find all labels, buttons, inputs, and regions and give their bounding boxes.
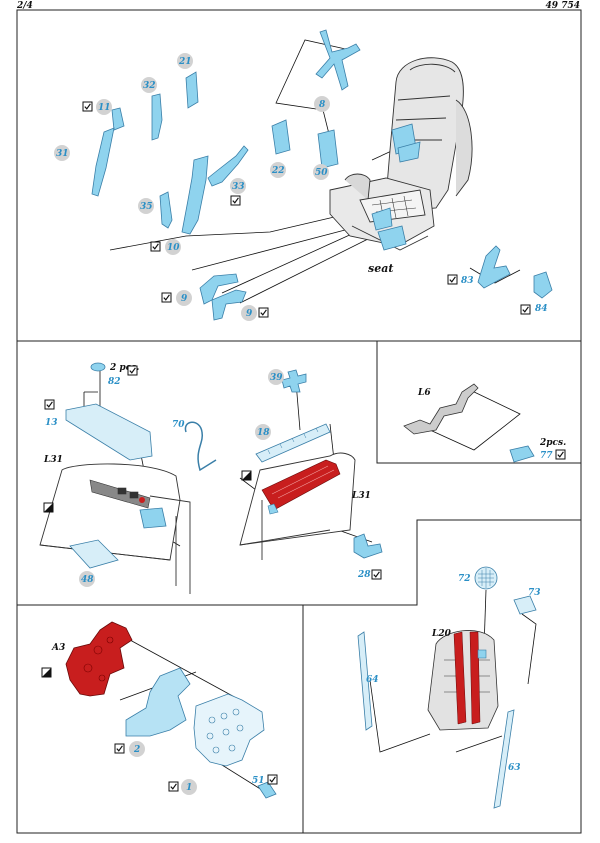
part-8-shape [315, 29, 361, 91]
label-70: 70 [172, 420, 185, 430]
console-blue-x [267, 503, 279, 515]
console-label-L31: L31 [351, 491, 371, 501]
label-50: 50 [315, 168, 328, 178]
part-22-shape [271, 119, 291, 155]
label-10: 10 [167, 243, 180, 253]
label-84: 84 [535, 304, 548, 314]
part-51-shape [257, 781, 277, 799]
panel-rudder: L6 2pcs. 77 [403, 383, 566, 463]
part-84-shape [533, 271, 553, 299]
part-73-shape [513, 595, 537, 615]
label-11: 11 [98, 103, 111, 113]
label-31: 31 [56, 149, 69, 159]
diagonal-box-icon [43, 502, 54, 513]
sidewall-console [89, 479, 151, 509]
label-32: 32 [143, 81, 156, 91]
label-21: 21 [178, 57, 192, 67]
ejection-seat [329, 57, 473, 251]
panel-harness: 72 73 L20 64 63 [357, 566, 541, 809]
panel-console: 39 18 L31 28 [239, 369, 383, 580]
part-63-shape [493, 709, 515, 809]
harness-buckle [477, 649, 487, 659]
part-2-shape [125, 667, 191, 737]
part-35-shape [159, 191, 173, 229]
label-28: 28 [357, 570, 371, 580]
seat-etched-parts [371, 123, 421, 251]
part-18-shape [255, 423, 331, 463]
seat-title: seat [368, 262, 393, 275]
part-21-shape [185, 71, 199, 109]
part-82-shape [90, 362, 106, 372]
A3-red-part [65, 621, 133, 697]
part-77-shape [509, 445, 535, 463]
part-1-shape [193, 693, 265, 767]
part-31-shape [91, 127, 115, 197]
panel-sidewall: 2 pcs. 82 13 70 L31 48 [39, 362, 217, 594]
part-83-shape [477, 245, 511, 289]
label-39: 39 [270, 373, 283, 383]
sidewall-L31 [39, 463, 191, 594]
label-13: 13 [45, 418, 58, 428]
label-8: 8 [319, 100, 326, 110]
label-22: 22 [271, 166, 285, 176]
panel-frames [16, 9, 582, 834]
part-9b-shape [211, 289, 247, 321]
label-1: 1 [186, 783, 192, 793]
label-77: 77 [540, 451, 553, 461]
part-13-shape [65, 403, 153, 461]
sidewall-blue-part [139, 507, 167, 529]
label-9b: 9 [246, 309, 253, 319]
item-L20: L20 [431, 629, 452, 639]
wall-label-L31: L31 [43, 455, 63, 465]
part-11-shape [111, 107, 125, 131]
harness-red-strap-right [469, 631, 481, 725]
checkmark-box-icon [371, 569, 382, 580]
diagonal-box-icon [241, 470, 252, 481]
checkmark-box-icon [555, 449, 566, 460]
panel-plate: A3 2 1 51 [41, 621, 278, 799]
part-50-shape [317, 129, 339, 169]
item-L6: L6 [417, 388, 431, 398]
page-number: 2/4 [17, 1, 33, 11]
label-2: 2 [133, 745, 140, 755]
label-73: 73 [528, 588, 541, 598]
label-63: 63 [508, 763, 521, 773]
part-33-shape [207, 145, 249, 187]
seat-callouts: 21 32 11 31 8 22 50 33 35 10 9 9 [54, 53, 330, 321]
diagonal-box-icon [41, 667, 52, 678]
kit-code: 49 754 [545, 1, 580, 11]
part-10-shape [181, 155, 209, 235]
part-32-shape [151, 93, 163, 141]
part-64-shape [357, 631, 373, 731]
assembly-lines-rudder [429, 389, 521, 451]
label-83: 83 [461, 276, 474, 286]
label-33: 33 [232, 182, 245, 192]
L6-part [403, 383, 479, 435]
label-64: 64 [366, 675, 379, 685]
label-9a: 9 [181, 294, 188, 304]
qty-77: 2pcs. [539, 438, 566, 448]
label-35: 35 [140, 202, 153, 212]
qty-82: 2 pcs. [109, 363, 139, 373]
label-48: 48 [81, 575, 94, 585]
part-9a-shape [199, 273, 239, 305]
label-72: 72 [458, 574, 471, 584]
part-28-shape [353, 533, 383, 559]
label-51: 51 [252, 776, 265, 786]
part-39-shape [281, 369, 307, 393]
part-48-shape [69, 539, 119, 569]
colour-A3: A3 [51, 643, 65, 653]
label-82: 82 [108, 377, 121, 387]
label-18: 18 [257, 428, 270, 438]
part-70-shape [184, 421, 217, 472]
panel-seat: 21 32 11 31 8 22 50 33 35 10 9 9 83 84 s… [54, 29, 553, 321]
harness-red-strap-left [453, 631, 467, 725]
